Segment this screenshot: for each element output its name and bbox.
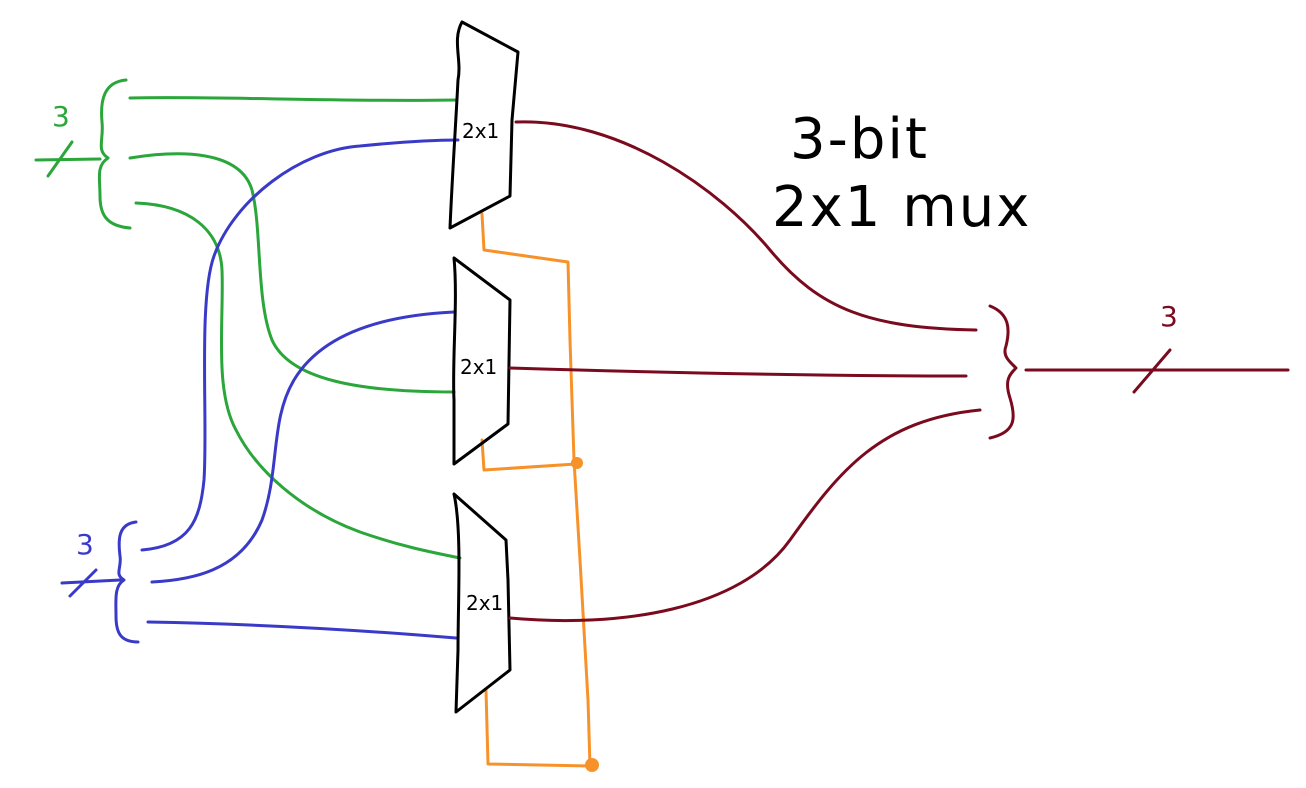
input-b-brace xyxy=(114,520,140,644)
output-brace xyxy=(988,304,1018,440)
input-b-width-label: 3 xyxy=(76,528,94,561)
select-junction-2 xyxy=(585,758,599,772)
output-width-label: 3 xyxy=(1160,300,1178,333)
title-line-2: 2x1 mux xyxy=(772,175,1031,240)
select-tap-mux-3 xyxy=(484,688,592,768)
wire-b1 xyxy=(150,310,456,584)
title-line-1: 3-bit xyxy=(790,107,929,172)
mux-2-label: 2x1 xyxy=(460,355,497,379)
wire-b0 xyxy=(140,138,460,552)
output-wire-1 xyxy=(508,366,968,378)
wire-a2 xyxy=(134,201,462,560)
output-wire-2 xyxy=(508,408,982,623)
input-a-width-slash xyxy=(46,140,74,178)
mux-2-body xyxy=(452,256,512,466)
select-tap-mux-2 xyxy=(480,438,578,472)
output-bus xyxy=(508,120,1290,623)
input-b-bus-stub xyxy=(60,578,122,585)
wire-b2 xyxy=(146,620,458,640)
output-width-slash xyxy=(1132,348,1172,394)
select-line xyxy=(480,212,592,768)
mux-3-label: 2x1 xyxy=(466,591,503,615)
select-tap-mux-1 xyxy=(480,212,572,342)
mux-3-body xyxy=(452,492,512,714)
select-junction-1 xyxy=(571,457,583,469)
wire-a1 xyxy=(128,152,456,394)
select-trunk xyxy=(568,338,592,768)
wire-a0 xyxy=(128,96,458,102)
input-bus-b xyxy=(60,138,460,644)
input-bus-a xyxy=(34,78,462,560)
input-a-bus-stub xyxy=(34,157,102,162)
input-b-width-slash xyxy=(68,568,98,598)
mux-1-label: 2x1 xyxy=(462,119,499,143)
mux-1: 2x1 xyxy=(448,20,520,230)
output-wire-0 xyxy=(514,120,978,332)
input-a-brace xyxy=(97,78,132,230)
mux-1-body xyxy=(448,20,520,230)
input-a-width-label: 3 xyxy=(52,100,70,133)
diagram-title: 3-bit 2x1 mux xyxy=(772,107,1031,240)
mux-2: 2x1 xyxy=(452,256,512,466)
mux-3: 2x1 xyxy=(452,492,512,714)
